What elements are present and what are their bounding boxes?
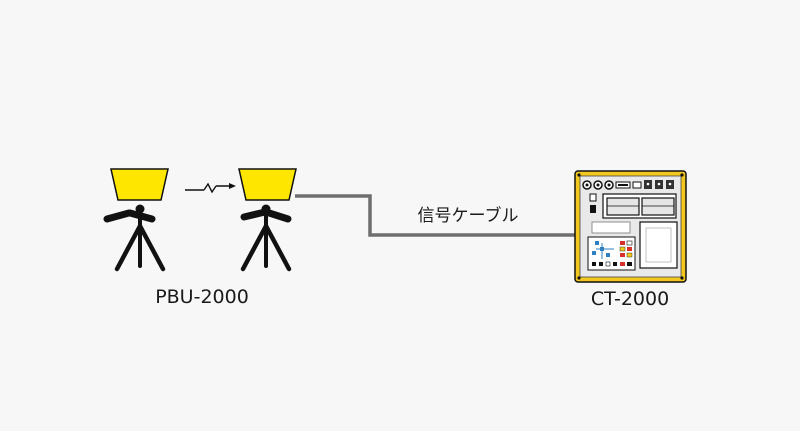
wireless-link-icon: [185, 182, 236, 194]
tripod-left: [103, 204, 166, 272]
panel-switches: [589, 193, 597, 213]
signal-cable: [295, 194, 578, 237]
panel-indicator-block: [587, 236, 636, 271]
tripod-right: [240, 204, 292, 272]
ct-control-panel: [574, 170, 687, 283]
panel-displays: [602, 193, 677, 219]
antenna-head-left: [110, 168, 169, 201]
pbu-unit-left: [103, 168, 169, 272]
panel-label-strip: [591, 221, 631, 234]
ct-label: CT-2000: [591, 288, 669, 310]
cable-label: 信号ケーブル: [418, 205, 519, 226]
antenna-head-right: [238, 168, 297, 201]
pbu-label: PBU-2000: [155, 286, 249, 308]
pbu-unit-right: [238, 168, 297, 272]
panel-knobs: [582, 180, 674, 190]
